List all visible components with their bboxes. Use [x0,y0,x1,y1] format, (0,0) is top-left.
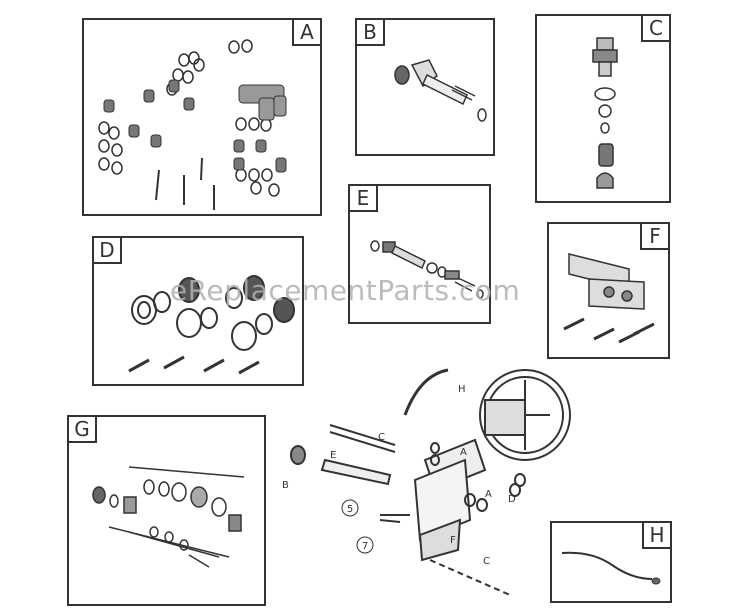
kit-e-parts-illustration [370,240,484,299]
pump-exploded-assembly: 5 7 A B C D E F C H A [282,368,571,596]
kit-d-parts-illustration [128,275,295,375]
kit-e-panel: E [348,184,491,324]
kit-f-parts-illustration [563,253,655,344]
kit-f-label: F [640,222,670,250]
kit-h-panel: H [550,521,672,603]
callout-f: F [450,535,456,546]
kit-g-panel: G [67,415,266,606]
kit-g-parts-illustration [92,466,245,568]
callout-b: B [282,480,289,491]
watermark-text: eReplacementParts.com [170,274,521,307]
callout-c-upper: C [378,432,385,443]
callout-d: D [508,494,516,505]
kit-c-parts-illustration [592,37,618,189]
callout-a: A [460,447,467,458]
kit-a-label: A [292,18,322,46]
kit-d-label: D [92,236,122,264]
kit-b-panel: B [355,18,495,156]
kit-c-label: C [641,14,671,42]
kit-g-label: G [67,415,97,443]
kit-e-label: E [348,184,378,212]
kit-a-parts-illustration [98,39,287,210]
kit-c-panel: C [535,14,671,203]
callout-circle-7: 7 [362,541,368,552]
kit-b-parts-illustration [394,59,487,122]
callout-a-lower: A [485,489,492,500]
kit-h-parts-illustration [561,551,661,585]
callout-circle-5: 5 [347,504,353,515]
kit-b-label: B [355,18,385,46]
callout-e: E [330,450,336,461]
kit-a-panel: A [82,18,322,216]
kit-h-label: H [642,521,672,549]
callout-h: H [458,384,466,395]
callout-c-lower: C [483,556,490,567]
kit-d-panel: D [92,236,304,386]
kit-f-panel: F [547,222,670,359]
